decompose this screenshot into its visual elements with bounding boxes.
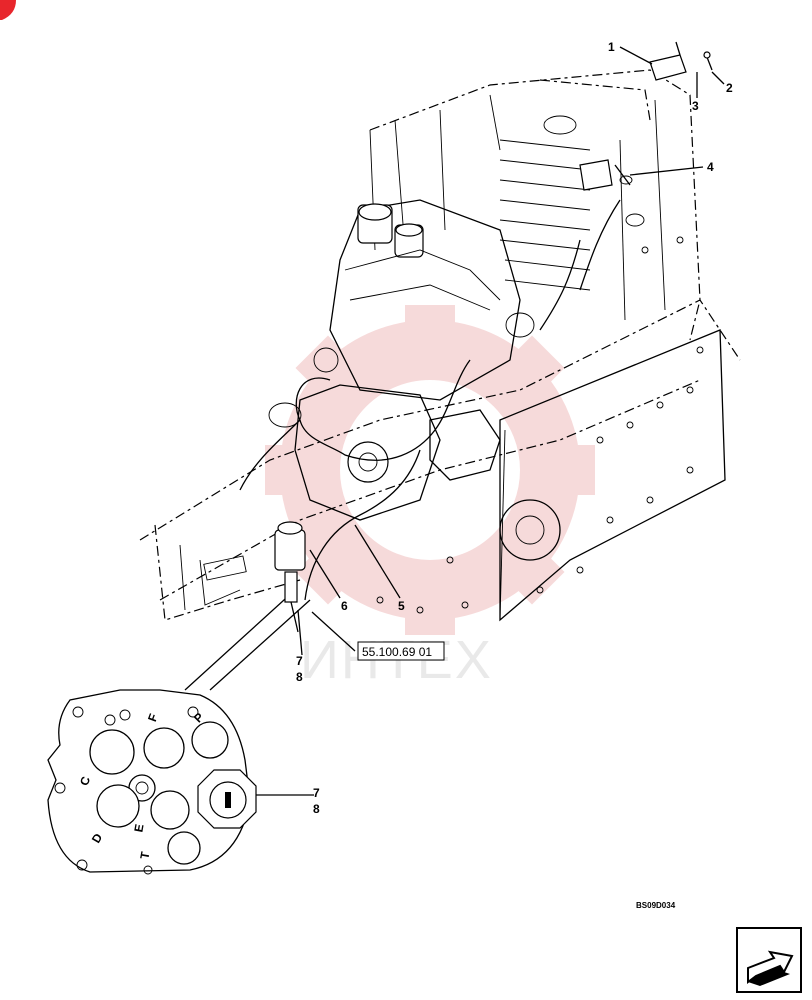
watermark-gear [265,305,595,635]
callout-6: 6 [341,599,348,613]
return-arrow-icon[interactable] [736,927,802,993]
callout-5: 5 [398,599,405,613]
callout-2: 2 [726,81,733,95]
pin-label-t: T [137,850,152,860]
callout-7: 7 [296,654,303,668]
callout-4: 4 [707,160,714,174]
callout-1: 1 [608,40,615,54]
reference-box [357,641,445,661]
callout-7-inset: 7 [313,786,320,800]
machine-outline [139,41,741,691]
callout-3: 3 [692,99,699,113]
pin-label-c: C [77,774,93,787]
drawing-code: BS09D034 [636,901,676,910]
reference-code: 55.100.69 01 [362,645,432,659]
pin-label-f: F [145,712,161,724]
pin-label-d: D [89,831,106,846]
connector-inset [47,689,257,875]
callout-8-inset: 8 [313,802,320,816]
pin-label-e: E [131,823,146,833]
leader-lines [252,46,725,796]
corner-badge-icon [0,0,16,20]
callout-8: 8 [296,670,303,684]
